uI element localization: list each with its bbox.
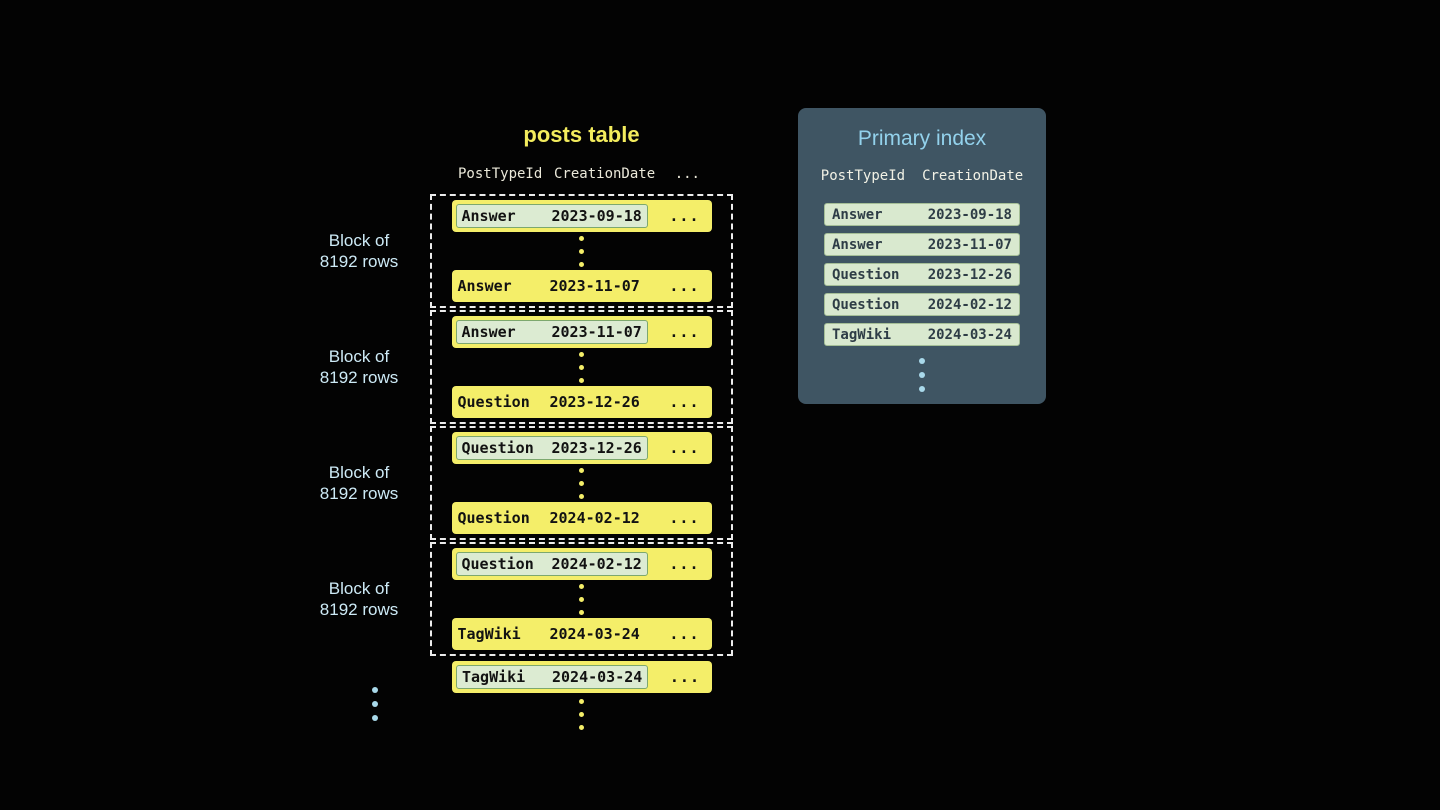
- vertical-dots: [363, 687, 387, 721]
- block-label-line2: 8192 rows: [319, 484, 399, 503]
- cell-creationdate: 2024-02-12: [927, 296, 1012, 313]
- column-header-creationdate: CreationDate: [554, 166, 656, 182]
- cell-posttypeid: Answer: [457, 277, 512, 295]
- block-label-line1: Block of: [328, 231, 390, 250]
- cell-posttypeid: Question: [832, 266, 900, 283]
- primary-index-rows: Answer 2023-09-18 Answer 2023-11-07 Ques…: [798, 203, 1046, 346]
- indexed-values-highlight: Question 2023-12-26: [455, 436, 648, 460]
- row-block: Question 2023-12-26 ... Question 2024-02…: [430, 426, 733, 540]
- table-row: Answer 2023-11-07 ...: [451, 316, 712, 348]
- block-label: Block of 8192 rows: [296, 230, 422, 272]
- cell-creationdate: 2023-12-26: [549, 393, 640, 411]
- cell-ellipsis: ...: [669, 393, 700, 411]
- row-block: Answer 2023-11-07 ... Question 2023-12-2…: [430, 310, 733, 424]
- block-label-line1: Block of: [328, 347, 390, 366]
- primary-index-column-headers: PostTypeId CreationDate: [798, 168, 1046, 184]
- cell-creationdate: 2024-03-24: [552, 668, 643, 686]
- cell-posttypeid: TagWiki: [832, 326, 892, 343]
- cell-creationdate: 2023-09-18: [551, 207, 642, 225]
- cell-posttypeid: Question: [457, 393, 530, 411]
- table-row: TagWiki 2024-03-24 ...: [451, 618, 712, 650]
- indexed-values-highlight: Question 2024-02-12: [455, 552, 648, 576]
- cell-ellipsis: ...: [669, 439, 700, 457]
- cell-posttypeid: Answer: [832, 236, 883, 253]
- posts-table-column-headers: PostTypeId CreationDate ...: [452, 166, 712, 182]
- vertical-dots: [798, 358, 1046, 392]
- indexed-values-highlight: TagWiki 2024-03-24: [456, 665, 649, 689]
- cell-ellipsis: ...: [669, 555, 700, 573]
- row-block: Answer 2023-09-18 ... Answer 2023-11-07 …: [430, 194, 733, 308]
- index-row: TagWiki 2024-03-24: [824, 323, 1020, 346]
- indexed-values-highlight: Answer 2023-09-18: [455, 204, 648, 228]
- cell-ellipsis: ...: [669, 277, 700, 295]
- primary-index-panel: Primary index PostTypeId CreationDate An…: [798, 108, 1046, 404]
- block-label-line2: 8192 rows: [319, 368, 399, 387]
- cell-creationdate: 2024-03-24: [549, 625, 640, 643]
- block-label-line1: Block of: [328, 579, 390, 598]
- cell-posttypeid: Question: [832, 296, 900, 313]
- cell-creationdate: 2023-12-26: [927, 266, 1012, 283]
- posts-table-blocks: Answer 2023-09-18 ... Answer 2023-11-07 …: [430, 194, 733, 656]
- vertical-dots: [569, 699, 593, 730]
- table-row: Question 2023-12-26 ...: [451, 386, 712, 418]
- table-row: Question 2023-12-26 ...: [451, 432, 712, 464]
- cell-posttypeid: TagWiki: [457, 625, 521, 643]
- block-label: Block of 8192 rows: [296, 346, 422, 388]
- column-header-posttypeid: PostTypeId: [820, 168, 906, 184]
- cell-creationdate: 2023-09-18: [927, 206, 1012, 223]
- cell-creationdate: 2023-11-07: [927, 236, 1012, 253]
- index-row: Question 2023-12-26: [824, 263, 1020, 286]
- row-block: Question 2024-02-12 ... TagWiki 2024-03-…: [430, 542, 733, 656]
- column-header-ellipsis: ...: [674, 166, 700, 182]
- cell-ellipsis: ...: [669, 625, 700, 643]
- cell-creationdate: 2023-11-07: [549, 277, 640, 295]
- table-row: Question 2024-02-12 ...: [451, 502, 712, 534]
- column-header-creationdate: CreationDate: [922, 168, 1024, 184]
- cell-ellipsis: ...: [669, 323, 700, 341]
- block-label-line2: 8192 rows: [319, 252, 399, 271]
- cell-posttypeid: Question: [461, 555, 534, 573]
- cell-ellipsis: ...: [669, 668, 700, 686]
- posts-table-title: posts table: [523, 122, 640, 147]
- cell-posttypeid: TagWiki: [462, 668, 526, 686]
- index-row: Answer 2023-09-18: [824, 203, 1020, 226]
- cell-creationdate: 2023-12-26: [551, 439, 642, 457]
- block-label: Block of 8192 rows: [296, 462, 422, 504]
- cell-creationdate: 2024-02-12: [551, 555, 642, 573]
- cell-posttypeid: Question: [457, 509, 530, 527]
- cell-ellipsis: ...: [669, 207, 700, 225]
- vertical-dots: [579, 351, 584, 383]
- block-label: Block of 8192 rows: [296, 578, 422, 620]
- cell-posttypeid: Answer: [461, 323, 516, 341]
- vertical-dots: [579, 235, 584, 267]
- block-label-line1: Block of: [328, 463, 390, 482]
- table-row: Answer 2023-11-07 ...: [451, 270, 712, 302]
- cell-posttypeid: Answer: [461, 207, 516, 225]
- cell-creationdate: 2023-11-07: [551, 323, 642, 341]
- index-row: Question 2024-02-12: [824, 293, 1020, 316]
- table-row: Question 2024-02-12 ...: [451, 548, 712, 580]
- cell-posttypeid: Answer: [832, 206, 883, 223]
- vertical-dots: [579, 467, 584, 499]
- cell-creationdate: 2024-02-12: [549, 509, 640, 527]
- cell-ellipsis: ...: [669, 509, 700, 527]
- vertical-dots: [579, 583, 584, 615]
- cell-posttypeid: Question: [461, 439, 534, 457]
- block-label-line2: 8192 rows: [319, 600, 399, 619]
- primary-index-title: Primary index: [857, 127, 987, 150]
- table-row: Answer 2023-09-18 ...: [451, 200, 712, 232]
- index-row: Answer 2023-11-07: [824, 233, 1020, 256]
- column-header-posttypeid: PostTypeId: [458, 166, 543, 182]
- cell-creationdate: 2024-03-24: [927, 326, 1012, 343]
- table-row: TagWiki 2024-03-24 ...: [452, 661, 712, 693]
- indexed-values-highlight: Answer 2023-11-07: [455, 320, 648, 344]
